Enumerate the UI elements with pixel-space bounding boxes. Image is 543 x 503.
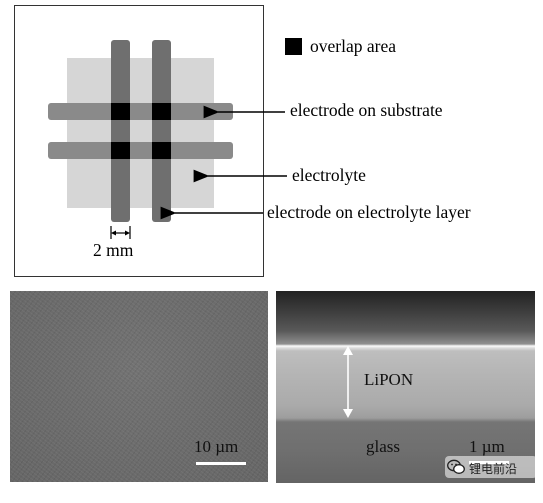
glass-label: glass <box>366 437 400 456</box>
sem-cross-section-image: LiPON glass 1 µm <box>276 291 535 483</box>
bottom-electrode-strip <box>48 103 233 120</box>
scale-bar-left <box>196 462 246 465</box>
legend-overlap-label: overlap area <box>310 36 396 56</box>
watermark-text: 锂电前沿 <box>469 462 518 476</box>
bottom-electrode-strip <box>48 142 233 159</box>
overlap-area <box>111 142 130 159</box>
electrode-schematic-drawing <box>48 40 287 239</box>
overlap-area <box>152 142 171 159</box>
scale-label-right: 1 µm <box>469 437 505 456</box>
dimension-arrowhead-left <box>111 230 116 236</box>
lipon-label: LiPON <box>364 370 414 389</box>
legend-overlap-swatch <box>285 38 302 55</box>
scale-label-left: 10 µm <box>194 437 239 456</box>
overlap-area <box>111 103 130 120</box>
dimension-label: 2 mm <box>93 240 134 260</box>
overlap-area <box>152 103 171 120</box>
wechat-icon <box>447 459 465 474</box>
watermark: 锂电前沿 <box>445 456 537 478</box>
label-electrolyte: electrolyte <box>292 165 366 185</box>
dimension-arrowhead-right <box>125 230 130 236</box>
top-electrode-strip <box>111 40 130 222</box>
sem-surface-image: 10 µm <box>10 291 268 482</box>
label-electrode-on-substrate: electrode on substrate <box>290 100 443 120</box>
label-electrode-on-electrolyte: electrode on electrolyte layer <box>267 202 471 222</box>
lipon-thickness-arrow <box>343 346 353 418</box>
top-electrode-strip <box>152 40 171 222</box>
electrolyte-layer <box>67 58 214 208</box>
